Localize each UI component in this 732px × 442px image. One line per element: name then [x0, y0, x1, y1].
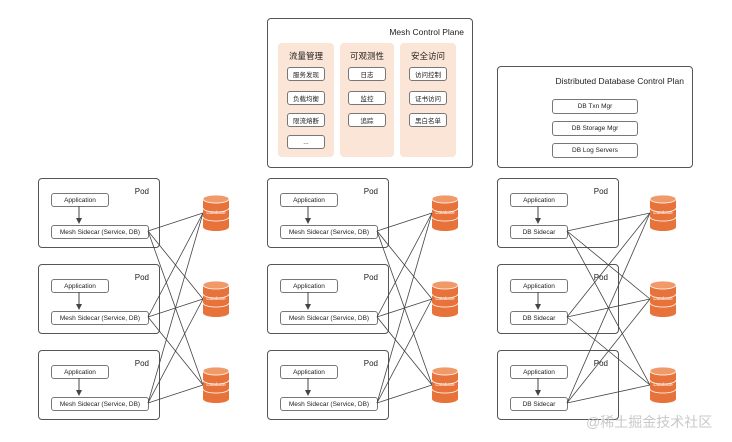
pod-label: Pod — [593, 187, 608, 196]
sidecar-box: DB Sidecar — [510, 311, 568, 325]
application-box: Application — [280, 365, 338, 379]
pod-label: Pod — [593, 359, 608, 368]
database-label: Database — [206, 210, 226, 215]
database-label: Database — [435, 382, 455, 387]
database-label: Database — [653, 382, 673, 387]
column-traffic-management: 流量管理 服务发现 负载均衡 限流熔断 ... — [278, 43, 334, 157]
chip-certificate-access: 证书访问 — [409, 91, 447, 105]
chip-monitoring: 监控 — [348, 91, 386, 105]
sidecar-box: Mesh Sidecar (Service, DB) — [280, 311, 378, 325]
pod-g1-3: Pod Application Mesh Sidecar (Service, D… — [38, 350, 160, 420]
chip-logging: 日志 — [348, 67, 386, 81]
pod-label: Pod — [134, 273, 149, 282]
pod-g2-1: Pod Application Mesh Sidecar (Service, D… — [267, 178, 389, 248]
sidecar-to-database-line — [566, 212, 651, 232]
pod-g1-2: Pod Application Mesh Sidecar (Service, D… — [38, 264, 160, 334]
sidecar-to-database-line — [147, 298, 204, 404]
pod-label: Pod — [134, 187, 149, 196]
column-title: 安全访问 — [410, 51, 445, 61]
chip-db-storage-mgr: DB Storage Mgr — [552, 121, 638, 136]
sidecar-to-database-line — [147, 212, 204, 232]
chip-db-log-servers: DB Log Servers — [552, 143, 638, 158]
application-box: Application — [510, 365, 568, 379]
db-control-plane: Distributed Database Control Plan DB Txn… — [497, 66, 693, 168]
application-box: Application — [280, 193, 338, 207]
chip-allow-deny-list: 黑白名单 — [409, 113, 447, 127]
column-title: 流量管理 — [288, 51, 323, 61]
database-label: Database — [206, 382, 226, 387]
database-icon: Database — [202, 366, 230, 403]
database-icon: Database — [649, 366, 677, 403]
pod-label: Pod — [134, 359, 149, 368]
sidecar-box: Mesh Sidecar (Service, DB) — [280, 225, 378, 239]
sidecar-to-database-line — [376, 384, 433, 404]
application-box: Application — [51, 193, 109, 207]
sidecar-to-database-line — [376, 212, 433, 404]
chip-more: ... — [287, 135, 325, 149]
pod-g3-2: Pod Application DB Sidecar — [497, 264, 619, 334]
mesh-control-plane: Mesh Control Plane 流量管理 服务发现 负载均衡 限流熔断 .… — [267, 18, 473, 168]
sidecar-box: Mesh Sidecar (Service, DB) — [280, 397, 378, 411]
application-box: Application — [51, 279, 109, 293]
pod-label: Pod — [593, 273, 608, 282]
sidecar-to-database-line — [376, 212, 433, 318]
chip-tracing: 追踪 — [348, 113, 386, 127]
pod-label: Pod — [363, 187, 378, 196]
database-icon: Database — [202, 280, 230, 317]
sidecar-to-database-line — [147, 212, 204, 318]
pod-label: Pod — [363, 273, 378, 282]
sidecar-to-database-line — [566, 212, 651, 318]
sidecar-to-database-line — [376, 298, 433, 404]
chip-service-discovery: 服务发现 — [287, 67, 325, 81]
application-box: Application — [510, 279, 568, 293]
application-box: Application — [280, 279, 338, 293]
column-title: 可观测性 — [349, 51, 384, 61]
sidecar-box: Mesh Sidecar (Service, DB) — [51, 397, 149, 411]
database-icon: Database — [202, 194, 230, 231]
pod-g3-1: Pod Application DB Sidecar — [497, 178, 619, 248]
chip-rate-limiting: 限流熔断 — [287, 113, 325, 127]
watermark: @稀土掘金技术社区 — [586, 414, 713, 430]
database-label: Database — [653, 296, 673, 301]
chip-load-balancing: 负载均衡 — [287, 91, 325, 105]
mesh-control-plane-title: Mesh Control Plane — [389, 27, 464, 37]
chip-db-txn-mgr: DB Txn Mgr — [552, 99, 638, 114]
sidecar-to-database-line — [376, 212, 433, 232]
sidecar-to-database-line — [147, 212, 204, 404]
sidecar-to-database-line — [566, 298, 651, 404]
application-box: Application — [510, 193, 568, 207]
database-label: Database — [653, 210, 673, 215]
pod-label: Pod — [363, 359, 378, 368]
sidecar-box: DB Sidecar — [510, 397, 568, 411]
database-icon: Database — [431, 366, 459, 403]
database-icon: Database — [649, 194, 677, 231]
pod-g2-2: Pod Application Mesh Sidecar (Service, D… — [267, 264, 389, 334]
db-control-plane-title: Distributed Database Control Plan — [555, 76, 684, 86]
chip-access-control: 访问控制 — [409, 67, 447, 81]
database-label: Database — [435, 296, 455, 301]
pod-g2-3: Pod Application Mesh Sidecar (Service, D… — [267, 350, 389, 420]
application-box: Application — [51, 365, 109, 379]
column-observability: 可观测性 日志 监控 追踪 — [340, 43, 394, 157]
database-label: Database — [435, 210, 455, 215]
pod-g1-1: Pod Application Mesh Sidecar (Service, D… — [38, 178, 160, 248]
database-label: Database — [206, 296, 226, 301]
database-icon: Database — [431, 194, 459, 231]
sidecar-to-database-line — [566, 384, 651, 404]
sidecar-to-database-line — [147, 384, 204, 404]
pod-g3-3: Pod Application DB Sidecar — [497, 350, 619, 420]
column-security-access: 安全访问 访问控制 证书访问 黑白名单 — [400, 43, 456, 157]
database-icon: Database — [431, 280, 459, 317]
sidecar-to-database-line — [566, 212, 651, 404]
database-icon: Database — [649, 280, 677, 317]
